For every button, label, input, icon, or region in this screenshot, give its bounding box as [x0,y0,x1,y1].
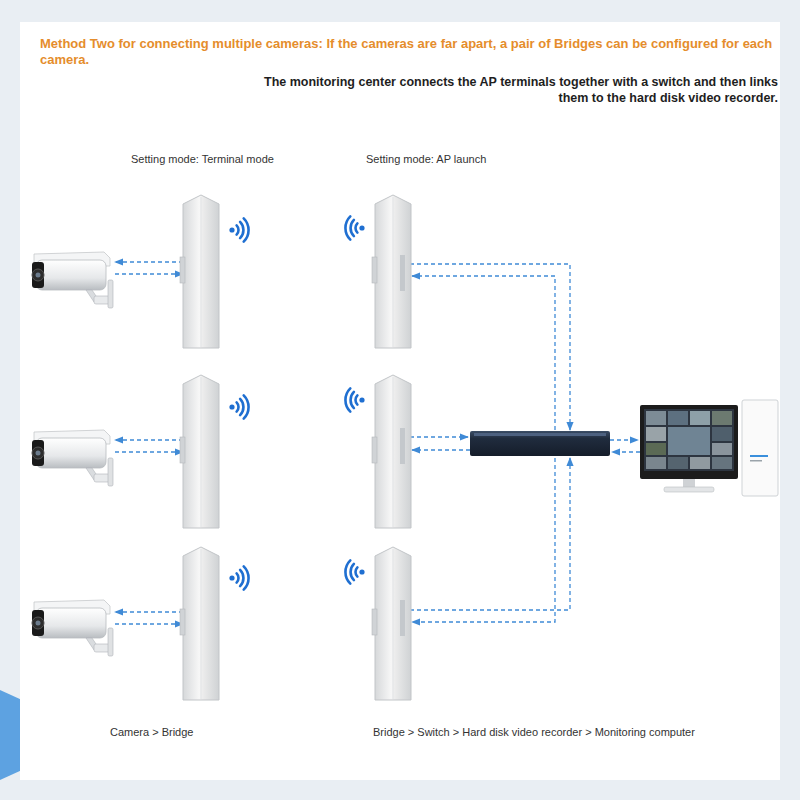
tile [668,427,710,455]
recorder-mark [750,455,768,457]
port-strip [400,428,405,464]
bridge-device [372,547,411,700]
wifi-symbol [345,388,364,411]
wifi-symbol [229,218,248,241]
wifi-symbol [229,566,248,589]
wifi-symbol [345,216,364,239]
label-slot: Setting mode: AP launch [366,152,486,166]
tile [646,443,666,455]
monitor-frame [640,405,738,479]
dashed-link [115,623,183,624]
network-switch [470,431,610,456]
tile [712,443,732,455]
recorder-mark [750,460,762,462]
corner-accent [0,690,22,780]
tile [646,411,666,425]
bridge-device [372,375,411,528]
tile [646,427,666,441]
bridge-device [180,375,219,528]
monitor-neck [683,479,695,488]
dashed-link [115,451,183,452]
caption-label: Setting mode: Terminal mode [131,152,274,166]
caption-label: Camera > Bridge [110,725,193,739]
camera-illustration [32,430,113,486]
tile [668,411,688,425]
camera-illustration [32,600,113,656]
tile [712,427,732,441]
tile [668,457,688,469]
tile [712,411,732,425]
dashed-link [410,458,570,610]
wifi-symbol [345,560,364,583]
recorder-body [742,400,778,496]
port-strip [400,600,405,636]
label-slot: Setting mode: Terminal mode [131,152,274,166]
dashed-link [412,449,470,450]
tile [646,457,666,469]
wifi-symbol [229,395,248,418]
bridge-device [180,195,219,348]
video-recorder [742,400,778,496]
dashed-link [412,276,555,430]
switch-top [474,433,606,436]
note-text: The monitoring center connects the AP te… [238,74,778,106]
switch-body [470,431,610,456]
monitor-screen [644,409,734,471]
monitor-base [664,487,714,492]
dashed-link [612,451,640,452]
dashed-link [115,273,183,274]
bridge-ports [400,255,405,636]
caption-label: Setting mode: AP launch [366,152,486,166]
port-strip [400,255,405,291]
tile [690,411,710,425]
caption-label: Bridge > Switch > Hard disk video record… [373,725,695,739]
label-slot: Camera > Bridge [110,725,193,739]
dashed-link [115,611,183,612]
panel-ground [20,22,780,780]
dashed-link [410,264,570,430]
screen-tiles [646,411,732,469]
tile [690,457,710,469]
dashed-link [115,261,183,262]
tile [712,457,732,469]
dashed-link [412,458,555,622]
title-slot: Method Two for connecting multiple camer… [40,36,775,68]
monitoring-computer [640,405,738,492]
camera-illustration [32,252,113,308]
dashed-link [410,436,468,437]
label-slot: Bridge > Switch > Hard disk video record… [373,725,695,739]
label-slot: The monitoring center connects the AP te… [238,74,778,106]
dashed-link [610,439,638,440]
bridge-device [372,195,411,348]
dashed-link [115,439,183,440]
bridge-device [180,547,219,700]
diagram-title: Method Two for connecting multiple camer… [40,36,775,68]
